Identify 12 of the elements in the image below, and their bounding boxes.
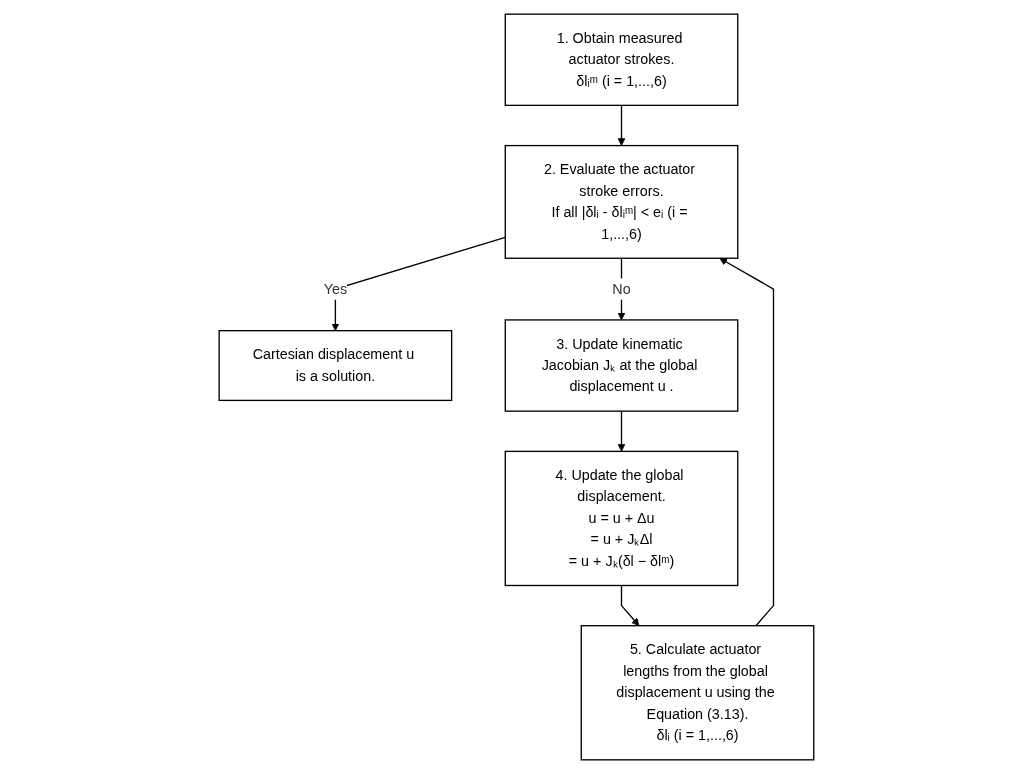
edge-label: Yes (323, 280, 347, 296)
node-box: 1. Obtain measured actuator strokes. δlᵢᵐ (i = 1,...,6) (504, 13, 738, 106)
arrow (718, 257, 774, 626)
node-box: 4. Update the global displacement. u = u + Δu = u + JₖΔl = u + Jₖ(δl − δlᵐ) (504, 450, 738, 586)
arrow (617, 104, 625, 146)
node-box: 5. Calculate actuator lengths from the global displacement u using the Equation (3.13). δlᵢ (i = 1,...,6) (580, 624, 814, 760)
arrow (620, 584, 639, 626)
node-box: 3. Update kinematic Jacobian Jₖ at the global displacement u . (504, 318, 738, 412)
arrow (617, 409, 625, 452)
edge-label: No (611, 280, 631, 296)
node-box: 2. Evaluate the actuator stroke errors. If all |δlᵢ - δlᵢᵐ| < eᵢ (i = 1,...,6) (504, 144, 738, 259)
node-box: Cartesian displacement u is a solution. (218, 329, 452, 401)
